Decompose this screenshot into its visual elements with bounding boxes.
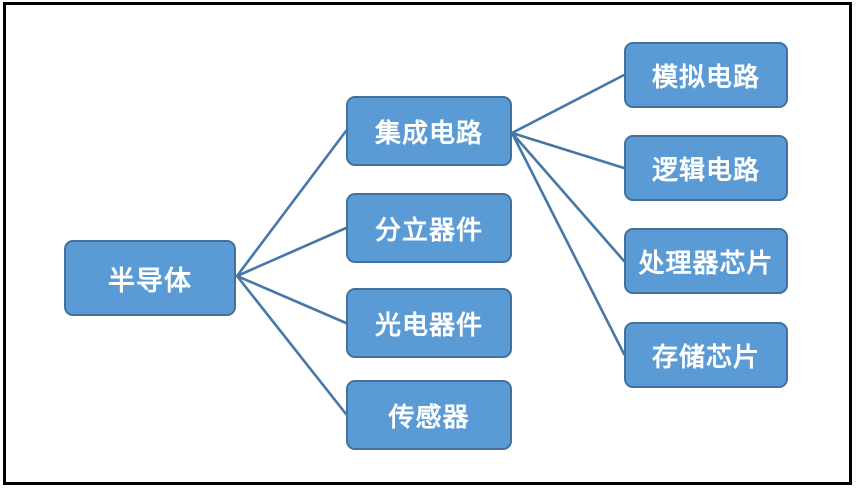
connector-ic-to-processor-chip xyxy=(510,131,626,263)
node-analog-circuit: 模拟电路 xyxy=(624,42,788,108)
node-semiconductor: 半导体 xyxy=(64,240,236,316)
node-processor-chip: 处理器芯片 xyxy=(624,228,788,294)
node-sensor: 传感器 xyxy=(346,380,512,450)
connector-root-to-optoelectronic-device xyxy=(235,274,348,325)
node-integrated-circuit: 集成电路 xyxy=(346,96,512,166)
node-optoelectronic-device: 光电器件 xyxy=(346,288,512,358)
connector-ic-to-memory-chip xyxy=(510,131,626,356)
connector-root-to-discrete-device xyxy=(235,226,348,278)
connector-root-to-sensor xyxy=(235,274,348,416)
connector-ic-to-logic-circuit xyxy=(510,131,626,170)
connector-ic-to-analog-circuit xyxy=(510,73,626,135)
connector-root-to-integrated-circuit xyxy=(235,129,348,278)
node-discrete-device: 分立器件 xyxy=(346,193,512,263)
node-logic-circuit: 逻辑电路 xyxy=(624,135,788,201)
node-memory-chip: 存储芯片 xyxy=(624,322,788,388)
